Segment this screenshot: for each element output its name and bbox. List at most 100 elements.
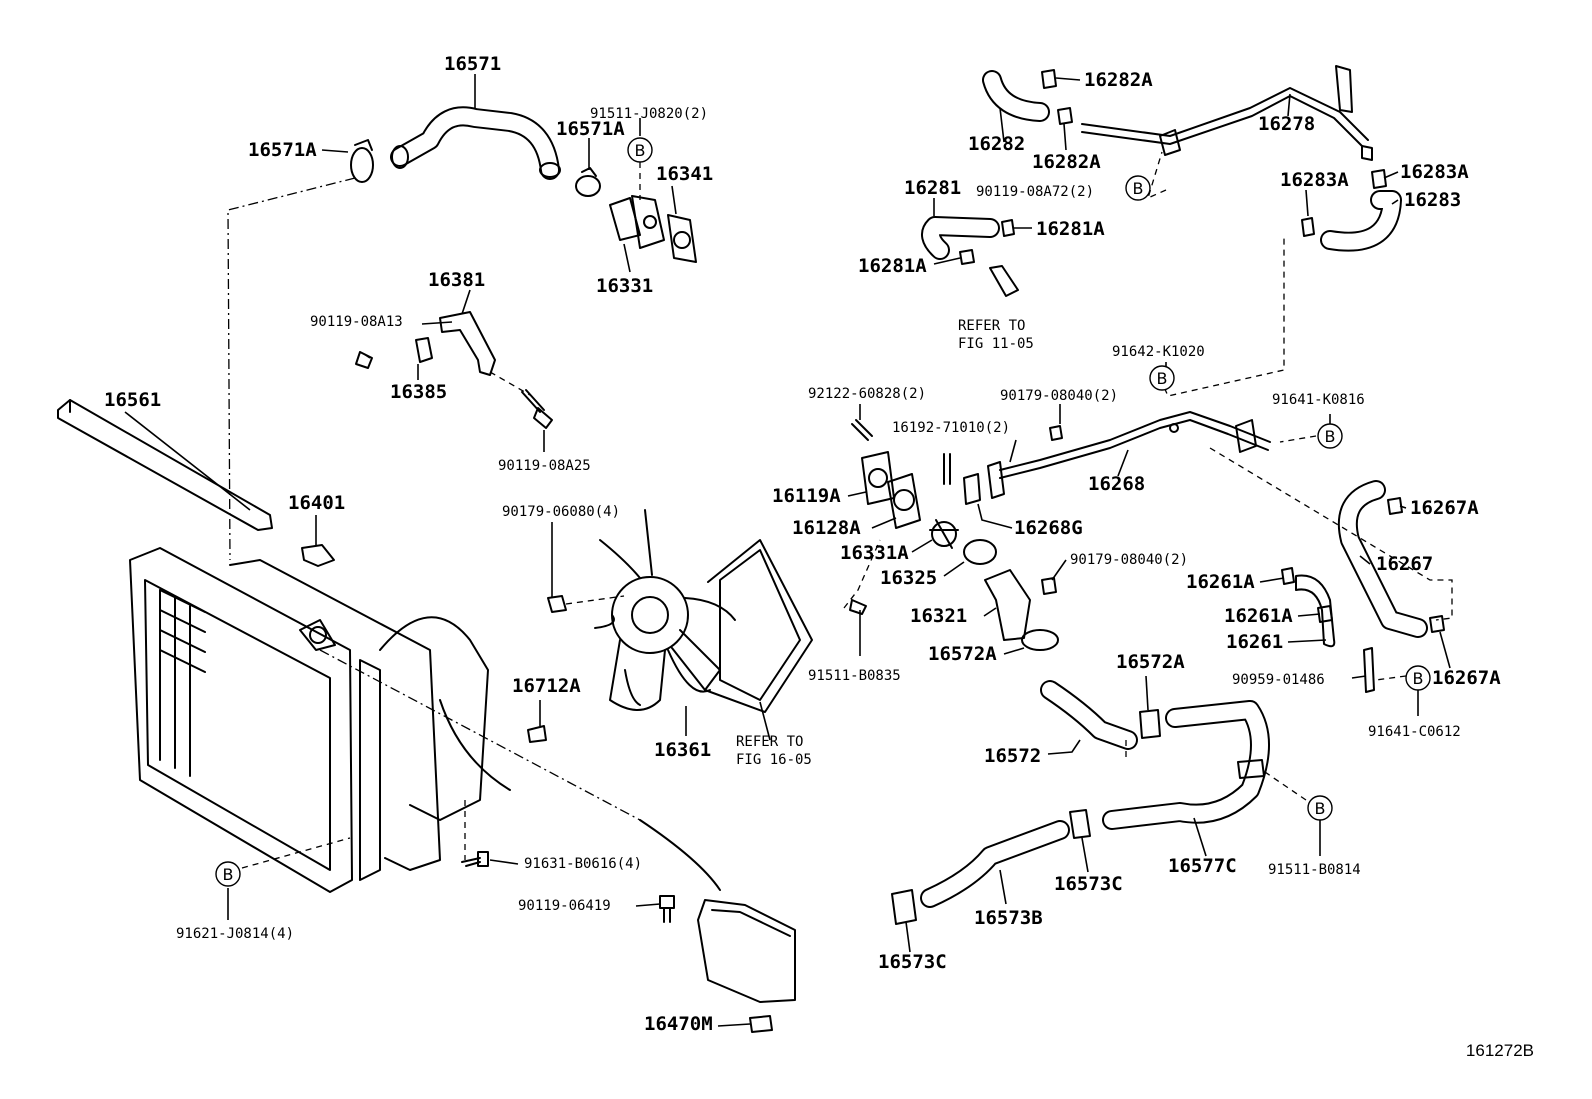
- label-90179-06080: 90179-06080(4): [502, 504, 620, 520]
- thermostat-housing: [887, 473, 921, 529]
- callout-b-91642-k1020: B: [1149, 365, 1175, 391]
- label-90119-06419: 90119-06419: [518, 898, 611, 914]
- label-16119a: 16119A: [772, 485, 841, 507]
- clamp-16261a: [1281, 567, 1333, 623]
- callout-b-91641-k0816: B: [1317, 423, 1343, 449]
- clamp-16573c: [891, 809, 1091, 925]
- label-16470m: 16470M: [644, 1013, 713, 1035]
- clamp-16267a: [1387, 497, 1445, 633]
- nut-90179-06080: [547, 595, 567, 613]
- label-91511-b0835: 91511-B0835: [808, 668, 901, 684]
- label-90179-08040-top: 90179-08040(2): [1000, 388, 1118, 404]
- part-labels: 16571 16571A 16571A 91511-J0820(2) 16341…: [104, 53, 1501, 1035]
- bolt-90119-08a25: [521, 389, 553, 429]
- thermostat-gasket: [963, 539, 997, 565]
- stud-92122-60828: [851, 419, 873, 441]
- label-16267: 16267: [1376, 553, 1433, 575]
- svg-text:B: B: [635, 141, 646, 160]
- bolt-91511-b0835: [849, 599, 867, 615]
- upper-radiator-hose: [390, 106, 561, 180]
- label-16381: 16381: [428, 269, 485, 291]
- label-90119-08a13: 90119-08A13: [310, 314, 403, 330]
- label-91642-k1020: 91642-K1020: [1112, 344, 1205, 360]
- label-16331a: 16331A: [840, 542, 909, 564]
- clamp-16281a: [959, 219, 1015, 265]
- label-16282: 16282: [968, 133, 1025, 155]
- gasket-16268g: [963, 473, 981, 505]
- hose-16572: [1040, 680, 1138, 750]
- label-16192-71010: 16192-71010(2): [892, 420, 1010, 436]
- nut-90179-08040: [1041, 425, 1063, 595]
- bypass-pipe-16268: [987, 411, 1271, 499]
- label-16325: 16325: [880, 567, 937, 589]
- callout-b-91511-j0820: B: [627, 137, 653, 163]
- label-16281: 16281: [904, 177, 961, 199]
- svg-text:B: B: [1133, 179, 1144, 198]
- label-91641-k0816: 91641-K0816: [1272, 392, 1365, 408]
- radiator-cap: [301, 544, 335, 567]
- callout-b-91621-j0814: B: [215, 861, 241, 887]
- label-16321: 16321: [910, 605, 967, 627]
- label-90119-08a25: 90119-08A25: [498, 458, 591, 474]
- svg-text:B: B: [223, 865, 234, 884]
- refer-fig-16-05-line2: FIG 16-05: [736, 752, 812, 768]
- label-16572: 16572: [984, 745, 1041, 767]
- hose-16267: [1337, 480, 1428, 638]
- clip-16712a: [527, 725, 547, 743]
- label-16283a-right: 16283A: [1400, 161, 1469, 183]
- label-16282a-bottom: 16282A: [1032, 151, 1101, 173]
- hose-clamp-16571a-right: [575, 167, 601, 197]
- label-16267a-bottom: 16267A: [1432, 667, 1501, 689]
- label-16261a-mid: 16261A: [1224, 605, 1293, 627]
- hose-16573b: [920, 820, 1070, 908]
- label-16401: 16401: [288, 492, 345, 514]
- label-16261: 16261: [1226, 631, 1283, 653]
- bolt-90119-06419: [659, 895, 675, 923]
- label-16283: 16283: [1404, 189, 1461, 211]
- bolt-91631-b0616: [461, 851, 489, 867]
- hose-16281: [921, 216, 1000, 260]
- sensor-fitting: [989, 265, 1019, 297]
- refer-fig-16-05-line1: REFER TO: [736, 734, 803, 750]
- label-16573b: 16573B: [974, 907, 1043, 929]
- outlet-gasket: [667, 214, 697, 263]
- radiator-assembly: [129, 547, 511, 893]
- water-pipe-16278: [1081, 65, 1373, 161]
- label-16571a-left: 16571A: [248, 139, 317, 161]
- illustration-catalog-number: 161272B: [1465, 1041, 1534, 1060]
- coolant-reservoir: [639, 819, 796, 1033]
- bracket-90959-01486: [1363, 647, 1375, 693]
- label-91631-b0616: 91631-B0616(4): [524, 856, 642, 872]
- label-16281a-right: 16281A: [1036, 218, 1105, 240]
- label-16268g: 16268G: [1014, 517, 1083, 539]
- svg-text:B: B: [1413, 669, 1424, 688]
- refer-fig-11-05-line1: REFER TO: [958, 318, 1025, 334]
- label-16128a: 16128A: [792, 517, 861, 539]
- label-16561: 16561: [104, 389, 161, 411]
- label-90179-08040-mid: 90179-08040(2): [1070, 552, 1188, 568]
- label-16331: 16331: [596, 275, 653, 297]
- label-16267a-top: 16267A: [1410, 497, 1479, 519]
- hose-clamp-16571a-left: [350, 139, 374, 183]
- clamp-16572a: [1021, 629, 1161, 739]
- label-16281a-left: 16281A: [858, 255, 927, 277]
- label-16572a-right: 16572A: [1116, 651, 1185, 673]
- hose-16577c: [1102, 700, 1270, 830]
- svg-text:B: B: [1157, 369, 1168, 388]
- clamp-16282a-bottom: [1057, 107, 1073, 125]
- label-91511-j0820: 91511-J0820(2): [590, 106, 708, 122]
- cooling-fan: [594, 509, 736, 711]
- label-91511-b0814: 91511-B0814: [1268, 862, 1361, 878]
- callout-b-90119-08a72: B: [1125, 175, 1151, 201]
- stud-16192-71010: [943, 453, 951, 485]
- label-16268: 16268: [1088, 473, 1145, 495]
- thermostat: [929, 519, 959, 549]
- label-16571a-right: 16571A: [556, 118, 625, 140]
- label-92122-60828: 92122-60828(2): [808, 386, 926, 402]
- clamp-16282a-top: [1041, 69, 1057, 89]
- label-16572a-left: 16572A: [928, 643, 997, 665]
- label-16571: 16571: [444, 53, 501, 75]
- clamp-16283a: [1301, 169, 1387, 237]
